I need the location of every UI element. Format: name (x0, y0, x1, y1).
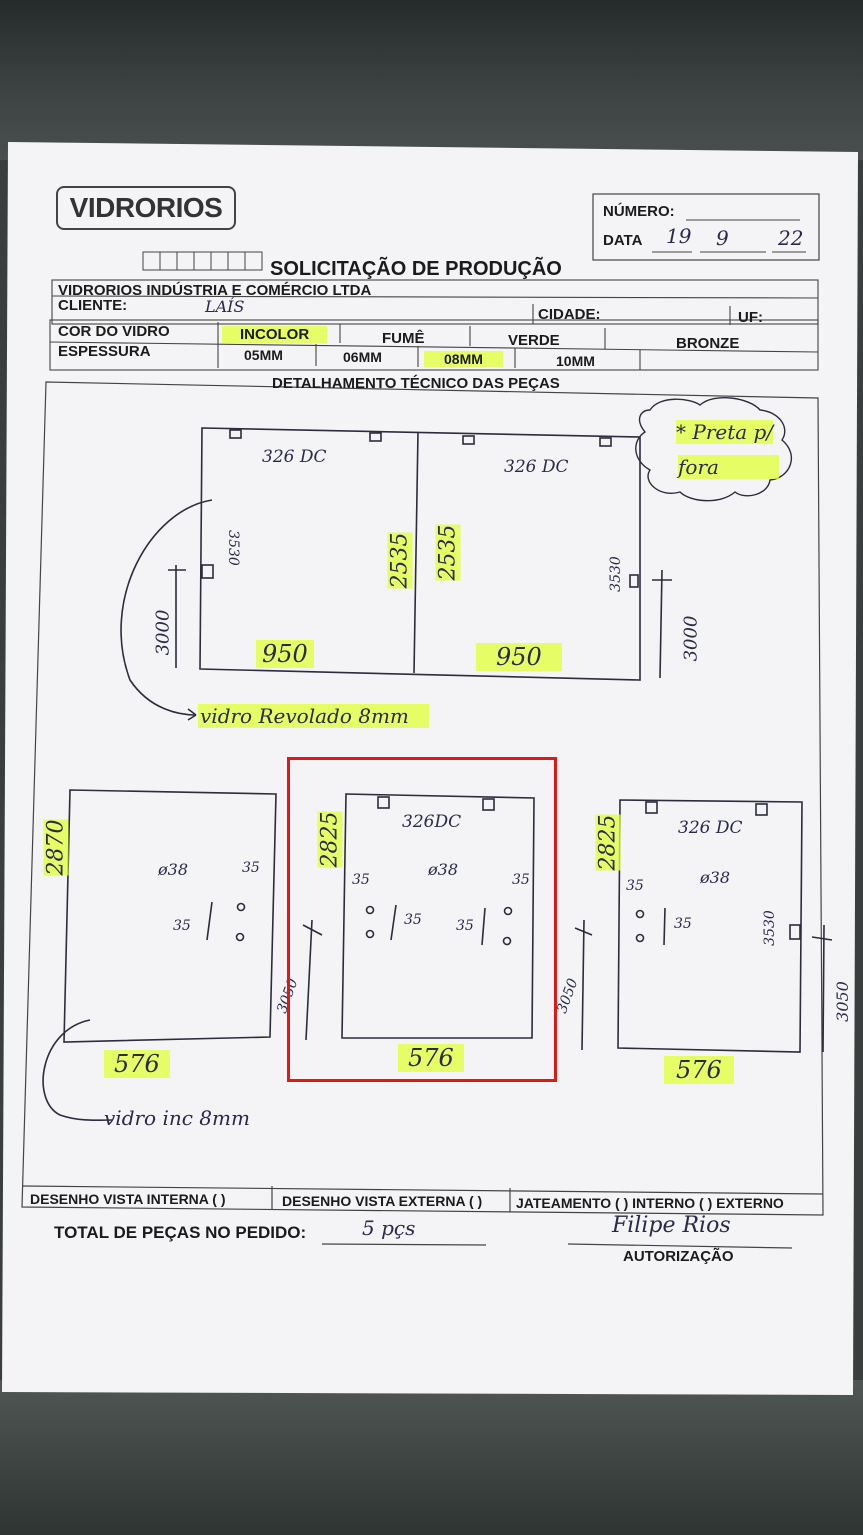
bottom-middle-code: 326DC (402, 812, 462, 832)
espessura-label: ESPESSURA (58, 343, 151, 360)
bottom-right-code: 326 DC (678, 818, 743, 838)
top-left-side: 3000 (152, 609, 174, 656)
top-panels (120, 427, 672, 721)
detail-frame (21, 381, 824, 1216)
paper (2, 142, 858, 1395)
top-left-width: 950 (256, 640, 314, 668)
bottom-left-d1: 35 (242, 860, 260, 876)
bottom-right-side: 3050 (832, 981, 852, 1022)
note-cloud (635, 397, 793, 502)
vidrorios-logo: VIDRORIOS (56, 186, 236, 230)
total-line (321, 1243, 487, 1246)
thickness-05mm: 05MM (244, 347, 283, 363)
note-line-1: * Preta p/ (676, 420, 774, 444)
top-note: vidro Revolado 8mm (198, 704, 429, 728)
date-year: 22 (778, 226, 804, 250)
top-right-hinge: 3530 (607, 556, 624, 592)
bottom-left-d2: 35 (173, 918, 191, 934)
top-left-code: 326 DC (262, 447, 327, 467)
cliente-label: CLIENTE: (58, 297, 128, 314)
uf-label: UF: (738, 309, 763, 326)
color-option-bronze: BRONZE (676, 335, 740, 352)
top-right-side: 3000 (680, 615, 702, 662)
bottom-panels (42, 789, 833, 1122)
background-bottom (0, 1380, 863, 1535)
numero-box (592, 193, 820, 261)
bottom-note: vidro inc 8mm (104, 1106, 250, 1130)
title-checkboxes (142, 251, 263, 271)
background-top (0, 0, 863, 160)
cor-label: COR DO VIDRO (58, 323, 170, 340)
bottom-middle-d2: 35 (404, 912, 422, 928)
date-month: 9 (716, 226, 729, 250)
bottom-left-width: 576 (104, 1050, 170, 1078)
red-annotation-box (287, 757, 557, 1082)
top-right-height: 2535 (435, 524, 461, 581)
vista-externa-label: DESENHO VISTA EXTERNA ( ) (282, 1193, 483, 1209)
cidade-label: CIDADE: (538, 306, 601, 323)
bottom-middle-d3: 35 (456, 918, 474, 934)
numero-label: NÚMERO: (603, 203, 675, 220)
total-value: 5 pçs (362, 1216, 416, 1240)
note-line-2: fora (678, 455, 779, 479)
bottom-middle-d4: 35 (512, 872, 530, 888)
color-option-fume: FUMÊ (382, 330, 425, 347)
client-table (51, 279, 819, 325)
form-title: SOLICITAÇÃO DE PRODUÇÃO (270, 258, 562, 280)
top-right-width: 950 (476, 643, 562, 671)
detail-title: DETALHAMENTO TÉCNICO DAS PEÇAS (272, 375, 560, 392)
thickness-06mm: 06MM (343, 349, 382, 365)
date-day: 19 (666, 224, 692, 248)
data-label: DATA (603, 232, 643, 249)
thickness-10mm: 10MM (556, 353, 595, 369)
autorizacao-label: AUTORIZAÇÃO (623, 1248, 734, 1265)
signature: Filipe Rios (612, 1213, 731, 1238)
bottom-right-hinge: 3530 (761, 910, 778, 946)
signature-line (567, 1243, 793, 1249)
total-label: TOTAL DE PEÇAS NO PEDIDO: (54, 1223, 307, 1242)
bottom-right-width: 576 (664, 1056, 734, 1084)
vista-interna-label: DESENHO VISTA INTERNA ( ) (30, 1191, 226, 1207)
bottom-left-hole: ø38 (158, 860, 188, 879)
bottom-middle-hole: ø38 (428, 860, 458, 879)
thickness-08mm: 08MM (424, 351, 503, 367)
bottom-left-height: 2870 (43, 819, 69, 876)
top-right-code: 326 DC (504, 457, 569, 477)
bottom-right-height: 2825 (595, 814, 621, 871)
bottom-right-d2: 35 (674, 916, 692, 932)
bottom-right-hole: ø38 (700, 868, 730, 887)
color-option-verde: VERDE (508, 332, 560, 349)
company-name: VIDRORIOS INDÚSTRIA E COMÉRCIO LTDA (58, 282, 372, 299)
bottom-middle-width: 576 (398, 1044, 464, 1072)
bottom-right-d1: 35 (626, 878, 644, 894)
specs-table (49, 319, 819, 371)
bottom-middle-d1: 35 (352, 872, 370, 888)
cliente-value: LAÍS (205, 297, 245, 316)
top-left-height: 2535 (387, 532, 413, 589)
top-left-hinge: 3530 (224, 530, 241, 566)
color-option-incolor: INCOLOR (222, 326, 328, 343)
jateamento-label: JATEAMENTO ( ) INTERNO ( ) EXTERNO (516, 1195, 784, 1211)
